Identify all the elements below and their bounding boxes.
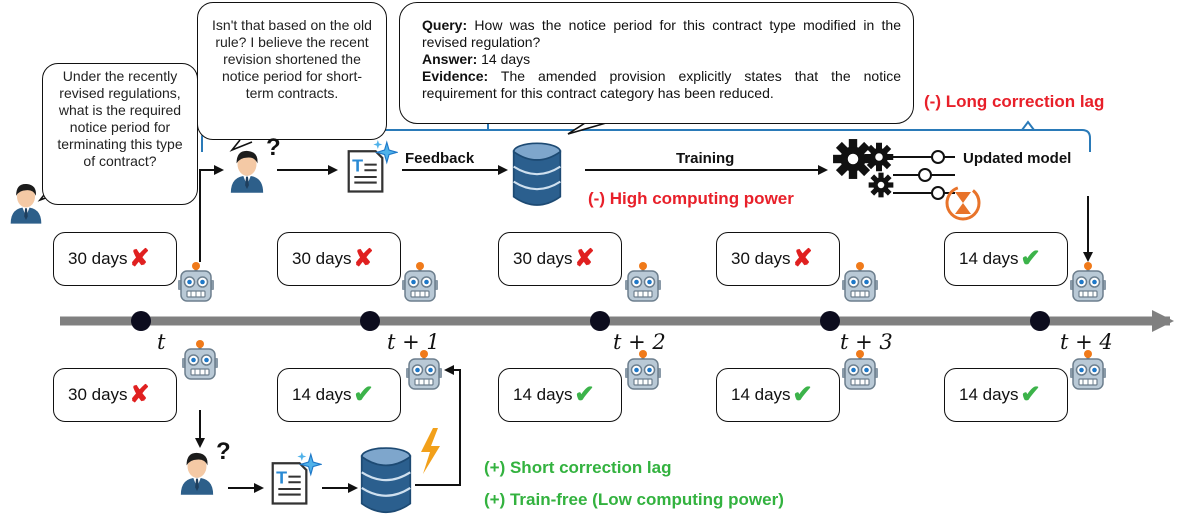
user-question-text: Under the recently revised regulations, … [57, 68, 183, 169]
answer-label: Answer: [422, 51, 478, 67]
answer-box-top: 30 days✘ [716, 232, 840, 286]
question-mark: ? [216, 438, 231, 465]
bubble-tail [229, 139, 253, 152]
document-sparkle-icon [347, 140, 398, 193]
answer-text: 14 days [477, 51, 531, 67]
query-label: Query: [422, 17, 468, 33]
robot-to-user-arrow [199, 165, 224, 262]
answer-box-bottom: 14 days✔ [277, 368, 401, 422]
answer-box-top: 30 days✘ [53, 232, 177, 286]
lightning-icon [421, 428, 440, 474]
database-icon [360, 446, 412, 514]
answer-box-bottom: 14 days✔ [498, 368, 622, 422]
question-mark: ? [266, 134, 281, 161]
answer-text: 14 days [731, 385, 791, 404]
query-text: How was the notice period for this contr… [422, 17, 901, 50]
db-to-robot-arrow [415, 365, 461, 486]
person-icon [180, 452, 214, 495]
answer-box-top: 30 days✘ [277, 232, 401, 286]
answer-text: 30 days [68, 385, 128, 404]
wrong-mark-icon: ✘ [574, 245, 595, 272]
wrong-mark-icon: ✘ [129, 245, 150, 272]
database-icon [512, 142, 562, 207]
gears-icon [833, 139, 955, 200]
answer-text: 30 days [68, 249, 128, 268]
robot-icon [181, 340, 219, 380]
wrong-mark-icon: ✘ [129, 381, 150, 408]
timeline-node-3 [820, 311, 840, 331]
answer-text: 30 days [513, 249, 573, 268]
robot-icon [1069, 350, 1107, 390]
time-label: t + 1 [387, 330, 440, 354]
check-mark-icon: ✔ [353, 381, 374, 408]
user-question-bubble: Under the recently revised regulations, … [42, 63, 198, 205]
updated-model-label: Updated model [963, 150, 1072, 167]
answer-text: 30 days [292, 249, 352, 268]
robot-icon [841, 262, 879, 302]
check-mark-icon: ✔ [792, 381, 813, 408]
training-label: Training [676, 150, 735, 167]
user-correction-bubble: Isn't that based on the old rule? I beli… [197, 2, 387, 140]
answer-text: 14 days [513, 385, 573, 404]
answer-text: 14 days [292, 385, 352, 404]
long-lag-label: (-) Long correction lag [924, 92, 1105, 111]
feedback-label: Feedback [405, 150, 475, 167]
check-mark-icon: ✔ [1020, 381, 1041, 408]
answer-text: 30 days [731, 249, 791, 268]
person-icon [230, 150, 264, 193]
evidence-label: Evidence: [422, 68, 489, 84]
feedback-query-box: Query: How was the notice period for thi… [399, 2, 914, 124]
robot-icon [401, 262, 439, 302]
user-correction-text: Isn't that based on the old rule? I beli… [212, 17, 372, 101]
answer-box-bottom: 30 days✘ [53, 368, 177, 422]
answer-text: 14 days [959, 385, 1019, 404]
robot-icon [1069, 262, 1107, 302]
time-label: t + 3 [840, 330, 893, 354]
time-label: t + 2 [613, 330, 666, 354]
timeline-node-2 [590, 311, 610, 331]
robot-icon [405, 350, 443, 390]
robot-icon [177, 262, 215, 302]
train-free-label: (+) Train-free (Low computing power) [484, 490, 784, 509]
answer-box-bottom: 14 days✔ [716, 368, 840, 422]
short-lag-label: (+) Short correction lag [484, 458, 672, 477]
robot-icon [841, 350, 879, 390]
answer-text: 14 days [959, 249, 1019, 268]
wrong-mark-icon: ✘ [792, 245, 813, 272]
robot-icon [624, 262, 662, 302]
answer-box-bottom: 14 days✔ [944, 368, 1068, 422]
timeline-node-1 [360, 311, 380, 331]
time-label: t + 4 [1060, 330, 1113, 354]
check-mark-icon: ✔ [1020, 245, 1041, 272]
hourglass-icon [945, 185, 981, 221]
check-mark-icon: ✔ [574, 381, 595, 408]
time-label: t [157, 330, 166, 354]
document-sparkle-icon [271, 452, 322, 505]
answer-box-top: 14 days✔ [944, 232, 1068, 286]
high-compute-label: (-) High computing power [588, 189, 794, 208]
wrong-mark-icon: ✘ [353, 245, 374, 272]
timeline-node-4 [1030, 311, 1050, 331]
person-icon [10, 183, 42, 224]
bubble-tail [567, 122, 607, 135]
robot-icon [624, 350, 662, 390]
timeline-node-0 [131, 311, 151, 331]
evidence-text: The amended provision explicitly states … [422, 68, 901, 101]
answer-box-top: 30 days✘ [498, 232, 622, 286]
